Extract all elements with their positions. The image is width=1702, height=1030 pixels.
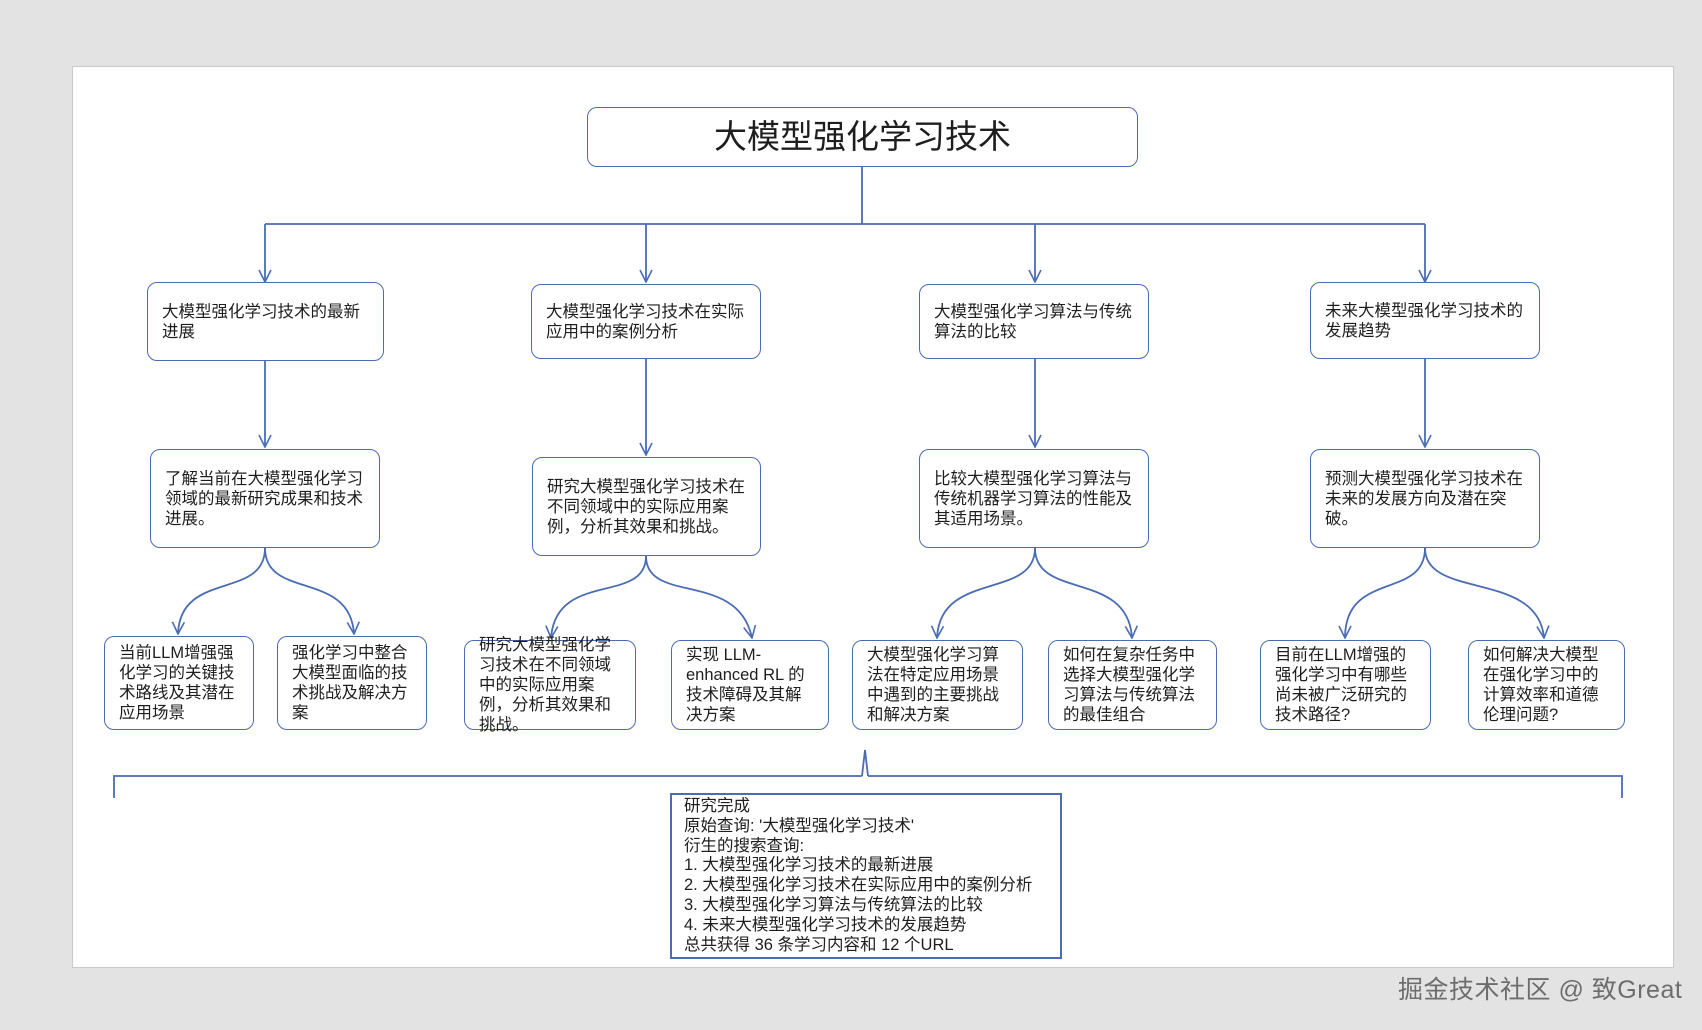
question-node-2a: 研究大模型强化学习技术在不同领域中的实际应用案例，分析其效果和挑战。 — [464, 636, 636, 734]
topic-node-2: 大模型强化学习技术在实际应用中的案例分析 — [531, 284, 761, 359]
question-node-1a: 当前LLM增强强化学习的关键技术路线及其潜在应用场景 — [104, 636, 254, 730]
goal-text: 预测大模型强化学习技术在未来的发展方向及潜在突破。 — [1325, 469, 1523, 528]
goal-node-3: 比较大模型强化学习算法与传统机器学习算法的性能及其适用场景。 — [919, 449, 1149, 548]
summary-query-item: 4. 未来大模型强化学习技术的发展趋势 — [684, 915, 967, 934]
topic-title: 大模型强化学习技术的最新进展 — [162, 302, 360, 341]
question-node-2b: 实现 LLM-enhanced RL 的技术障碍及其解决方案 — [671, 640, 829, 730]
question-text: 研究大模型强化学习技术在不同领域中的实际应用案例，分析其效果和挑战。 — [479, 636, 611, 734]
watermark: 掘金技术社区 @ 致Great — [1398, 976, 1683, 1004]
question-text: 目前在LLM增强的强化学习中有哪些尚未被广泛研究的技术路径? — [1275, 646, 1407, 724]
topic-node-1: 大模型强化学习技术的最新进展 — [147, 282, 384, 361]
topic-node-4: 未来大模型强化学习技术的发展趋势 — [1310, 282, 1540, 359]
summary-query-item: 2. 大模型强化学习技术在实际应用中的案例分析 — [684, 876, 1033, 895]
question-text: 如何在复杂任务中选择大模型强化学习算法与传统算法的最佳组合 — [1063, 646, 1195, 724]
question-node-3b: 如何在复杂任务中选择大模型强化学习算法与传统算法的最佳组合 — [1048, 640, 1217, 730]
question-node-4a: 目前在LLM增强的强化学习中有哪些尚未被广泛研究的技术路径? — [1260, 640, 1431, 730]
question-text: 强化学习中整合大模型面临的技术挑战及解决方案 — [292, 644, 408, 722]
goal-text: 研究大模型强化学习技术在不同领域中的实际应用案例，分析其效果和挑战。 — [547, 477, 745, 536]
root-node: 大模型强化学习技术 — [587, 107, 1138, 167]
goal-node-1: 了解当前在大模型强化学习领域的最新研究成果和技术进展。 — [150, 449, 380, 548]
summary-query-item: 3. 大模型强化学习算法与传统算法的比较 — [684, 895, 983, 914]
goal-text: 了解当前在大模型强化学习领域的最新研究成果和技术进展。 — [165, 469, 363, 528]
question-node-3a: 大模型强化学习算法在特定应用场景中遇到的主要挑战和解决方案 — [852, 640, 1023, 730]
goal-text: 比较大模型强化学习算法与传统机器学习算法的性能及其适用场景。 — [934, 469, 1132, 528]
summary-status: 研究完成 — [684, 797, 750, 815]
question-text: 当前LLM增强强化学习的关键技术路线及其潜在应用场景 — [119, 644, 235, 722]
summary-derived-heading: 衍生的搜索查询: — [684, 836, 805, 855]
summary-original-query: 原始查询: '大模型强化学习技术' — [684, 816, 914, 835]
question-node-1b: 强化学习中整合大模型面临的技术挑战及解决方案 — [277, 636, 427, 730]
question-text: 大模型强化学习算法在特定应用场景中遇到的主要挑战和解决方案 — [867, 646, 999, 724]
topic-node-3: 大模型强化学习算法与传统算法的比较 — [919, 284, 1149, 359]
topic-title: 大模型强化学习技术在实际应用中的案例分析 — [546, 302, 744, 341]
question-text: 如何解决大模型在强化学习中的计算效率和道德伦理问题? — [1483, 646, 1599, 724]
question-text: 实现 LLM-enhanced RL 的技术障碍及其解决方案 — [686, 646, 805, 724]
summary-query-item: 1. 大模型强化学习技术的最新进展 — [684, 856, 934, 875]
goal-node-2: 研究大模型强化学习技术在不同领域中的实际应用案例，分析其效果和挑战。 — [532, 457, 761, 556]
topic-title: 大模型强化学习算法与传统算法的比较 — [934, 302, 1132, 341]
summary-box: 研究完成 原始查询: '大模型强化学习技术' 衍生的搜索查询: 1. 大模型强化… — [670, 793, 1062, 959]
goal-node-4: 预测大模型强化学习技术在未来的发展方向及潜在突破。 — [1310, 449, 1540, 548]
topic-title: 未来大模型强化学习技术的发展趋势 — [1325, 301, 1523, 340]
root-title: 大模型强化学习技术 — [714, 118, 1011, 155]
summary-total: 总共获得 36 条学习内容和 12 个URL — [684, 935, 954, 954]
question-node-4b: 如何解决大模型在强化学习中的计算效率和道德伦理问题? — [1468, 640, 1625, 730]
